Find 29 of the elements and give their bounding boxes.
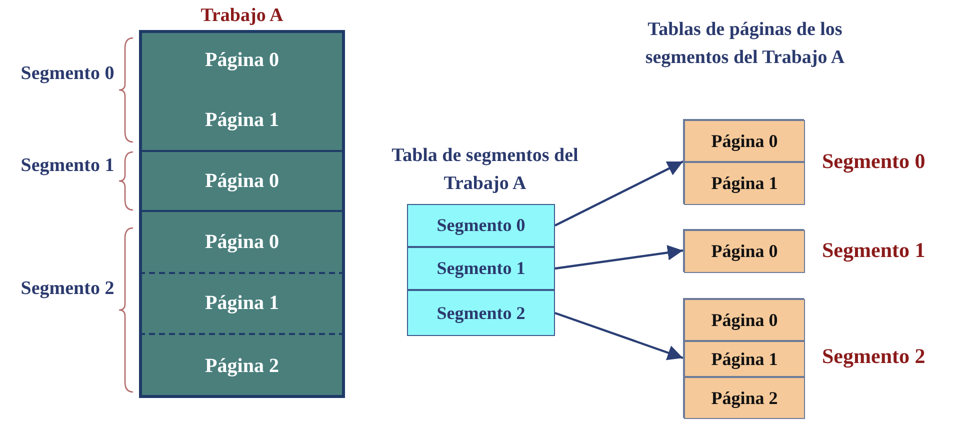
table-heading: Tabla de segmentos del Trabajo A [390, 144, 580, 196]
page-table [683, 298, 804, 418]
page-table [683, 119, 804, 204]
page-cell: Página 1 [684, 162, 805, 205]
page-cell: Página 1 [139, 272, 345, 333]
segment-cell: Segmento 2 [407, 290, 555, 336]
segment-label: Segmento 0 [20, 62, 115, 86]
segment-cell: Segmento 0 [407, 204, 555, 247]
arrow [554, 312, 684, 360]
page-cell: Página 1 [139, 90, 345, 150]
block-heading: Trabajo A [200, 4, 284, 28]
page-cell: Página 0 [684, 120, 805, 162]
page-cell: Página 0 [139, 210, 345, 272]
arrow [554, 245, 684, 270]
page-cell: Página 1 [684, 341, 805, 377]
page-cell: Página 2 [139, 333, 345, 398]
segment-label: Segmento 2 [822, 343, 926, 370]
page-cell: Página 0 [684, 230, 805, 273]
segment-label: Segmento 1 [822, 237, 926, 264]
page-cell: Página 0 [684, 299, 805, 341]
segment-label: Segmento 2 [20, 277, 115, 301]
page-cell: Página 0 [139, 30, 345, 90]
segment-label: Segmento 0 [822, 148, 926, 175]
page-cell: Página 0 [139, 150, 345, 210]
arrow [554, 160, 684, 226]
page-cell: Página 2 [684, 377, 805, 419]
segment-label: Segmento 1 [20, 154, 115, 178]
segment-cell: Segmento 1 [407, 247, 555, 290]
tables-heading: Tablas de páginas de los segmentos del Trabajo A [644, 18, 846, 70]
